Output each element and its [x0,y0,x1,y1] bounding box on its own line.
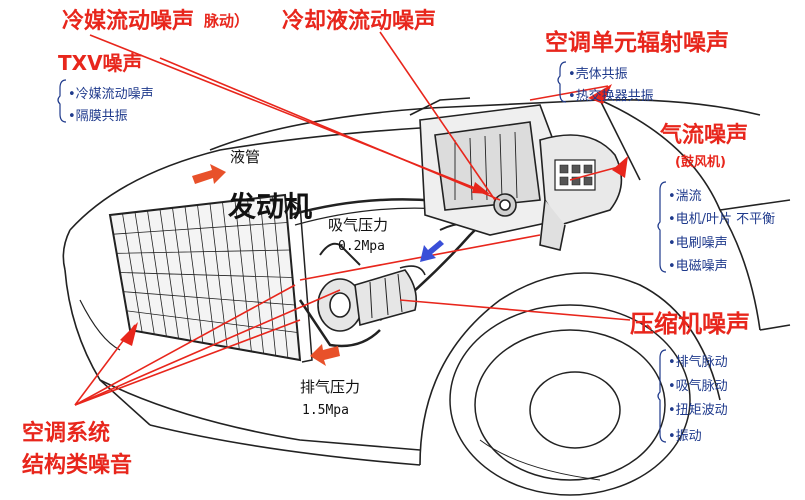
hvac-leader [529,85,609,101]
airflow-item: •电刷噪声 [668,236,728,251]
structural-noise-label-line1: 空调系统 [22,420,110,446]
flow-arrows [192,164,444,366]
discharge-flow-arrow [310,344,340,366]
leader-lines [74,31,631,406]
txv-noise-label: TXV噪声 [58,51,143,75]
structural-noise-label-line2: 结构类噪音 [22,452,132,478]
hvac-item: •壳体共振 [568,67,628,82]
airflow-noise-label: 气流噪声 [659,122,748,148]
compressor-item: •排气脉动 [668,354,728,370]
car-body [62,99,791,466]
airflow-item: •电磁噪声 [668,259,728,274]
engine-label: 发动机 [227,190,312,223]
hvac-item: •热交换器共振 [568,88,654,104]
airflow-leader [569,165,623,181]
airflow-item: •湍流 [668,189,702,204]
txv-item: •隔膜共振 [68,109,128,124]
discharge-pressure-value: 1.5Mpa [302,403,349,418]
blower-label: (鼓风机) [675,154,726,170]
front-wheel [449,304,691,496]
hvac-unit [409,97,623,251]
airflow-list: •湍流 •电机/叶片 不平衡 •电刷噪声 •电磁噪声 [657,181,775,274]
liquid-pipe-label: 液管 [230,148,260,166]
txv-list: •冷媒流动噪声 •隔膜共振 [57,79,154,124]
compressor-noise-label: 压缩机噪声 [630,310,750,338]
hvac-radiated-noise-label: 空调单元辐射噪声 [545,29,729,56]
hvac-list: •壳体共振 •热交换器共振 [557,61,654,104]
compressor-item: •振动 [668,429,702,444]
suction-flow-arrow [420,240,444,262]
suction-pressure-value: 0.2Mpa [338,239,385,254]
coolant-flow-noise-label: 冷却液流动噪声 [282,8,436,34]
refrigerant-flow-noise-suffix: 脉动） [203,12,249,30]
compressor-item: •吸气脉动 [668,378,728,394]
txv-item: •冷媒流动噪声 [68,87,154,102]
compressor-item: •扭矩波动 [668,403,728,418]
liquid-flow-arrow [192,164,226,184]
compressor-list: •排气脉动 •吸气脉动 •扭矩波动 •振动 [657,349,728,444]
suction-pressure-label: 吸气压力 [328,216,388,234]
airflow-item: •电机/叶片 不平衡 [668,212,775,227]
condenser [108,193,313,363]
discharge-pressure-label: 排气压力 [300,378,360,396]
compressor [317,265,426,332]
refrigerant-flow-noise-label: 冷媒流动噪声 [62,8,194,34]
